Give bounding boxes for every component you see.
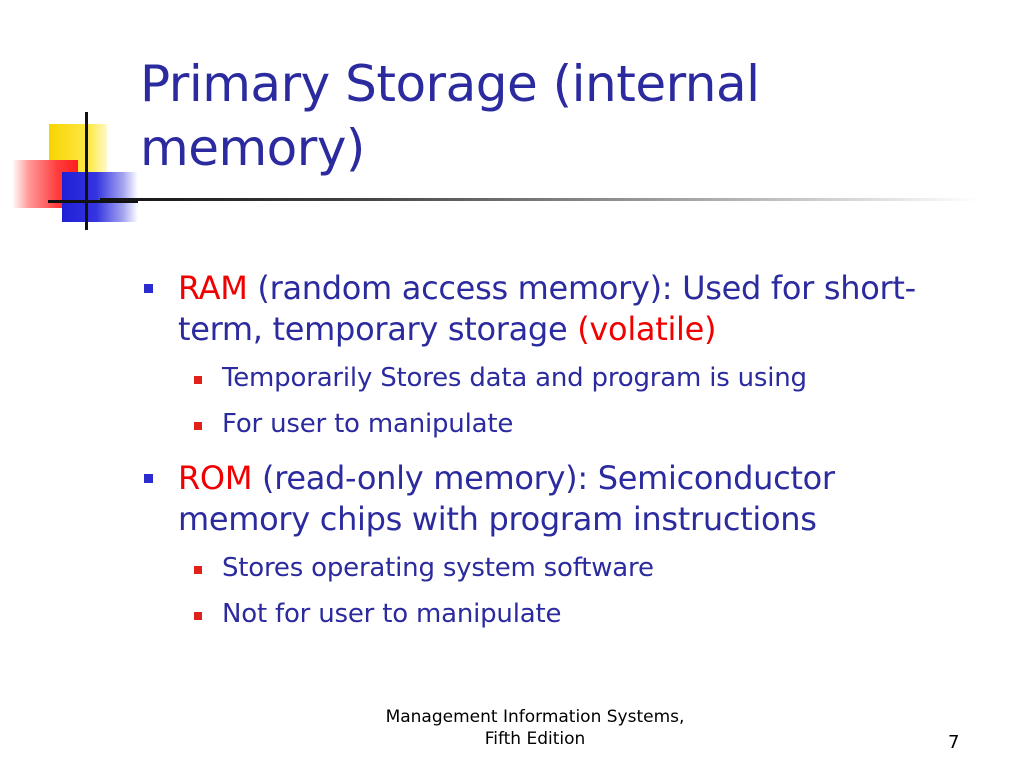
footer-line-2: Fifth Edition [484,729,586,749]
subbullet-item: Stores operating system software [140,552,960,584]
square-bullet-icon [194,612,202,620]
subbullet-item: Temporarily Stores data and program is u… [140,362,960,394]
slide-logo-decoration [0,0,140,240]
square-bullet-icon [144,284,153,293]
bullet-rom: ROM (read-only memory): Semiconductor me… [140,458,960,540]
square-bullet-icon [194,376,202,384]
bullet-text: (random access memory): Used for short-t… [178,269,916,348]
vertical-line-shape [85,112,88,230]
subbullet-item: For user to manipulate [140,408,960,440]
subbullet-item: Not for user to manipulate [140,598,960,630]
subbullet-text: Stores operating system software [222,553,654,583]
square-bullet-icon [194,422,202,430]
subbullet-text: Not for user to manipulate [222,599,562,629]
page-number: 7 [948,732,960,753]
horizontal-line-shape [48,200,138,203]
subbullet-text: For user to manipulate [222,409,514,439]
square-bullet-icon [194,566,202,574]
bullet-text: (read-only memory): Semiconductor memory… [178,459,835,538]
bullet-emphasis: (volatile) [577,310,717,348]
blue-square-shape [62,172,138,222]
slide-footer: Management Information Systems, Fifth Ed… [360,706,710,750]
title-divider [100,198,980,201]
bullet-ram: RAM (random access memory): Used for sho… [140,268,960,350]
square-bullet-icon [144,474,153,483]
slide-body: RAM (random access memory): Used for sho… [140,268,960,630]
slide-title: Primary Storage (internal memory) [140,55,760,177]
bullet-term: RAM [178,269,248,307]
footer-line-1: Management Information Systems, [385,707,685,727]
bullet-term: ROM [178,459,253,497]
subbullet-text: Temporarily Stores data and program is u… [222,363,807,393]
